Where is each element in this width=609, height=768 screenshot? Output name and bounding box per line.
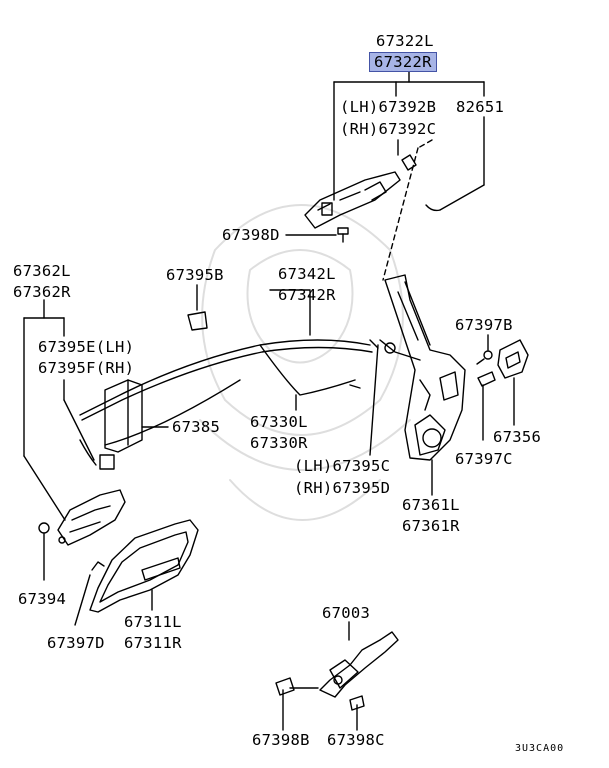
label-67395b[interactable]: 67395B [166,266,224,284]
inside-handle-bracket [23,299,95,521]
label-67395e[interactable]: 67395E(LH) [38,338,135,356]
label-67392b[interactable]: (LH)67392B [340,98,437,116]
label-67385[interactable]: 67385 [172,418,221,436]
label-67361r[interactable]: 67361R [402,517,460,535]
label-67330r[interactable]: 67330R [250,434,308,452]
label-67342r[interactable]: 67342R [278,286,336,304]
screw-67398c [349,695,365,731]
label-67322l[interactable]: 67322L [376,32,434,50]
door-check-67003 [319,621,399,698]
striker-67356 [497,339,529,426]
label-67392c[interactable]: (RH)67392C [340,120,437,138]
screw-67397c [477,371,496,441]
label-67342l[interactable]: 67342L [278,265,336,283]
inside-handle-bezel [89,519,199,613]
label-67311l[interactable]: 67311L [124,613,182,631]
screw-67398d [285,227,349,243]
label-67362l[interactable]: 67362L [13,262,71,280]
label-67397b[interactable]: 67397B [455,316,513,334]
label-67330l[interactable]: 67330L [250,413,308,431]
label-67362r[interactable]: 67362R [13,283,71,301]
label-67322r[interactable]: 67322R [369,52,437,72]
inside-door-handle [38,489,126,546]
label-67361l[interactable]: 67361L [402,496,460,514]
clip-67395b [187,284,208,331]
leader-67395c [369,344,379,456]
cables [79,289,379,470]
outside-door-handle [304,139,433,281]
clip-82651 [425,204,441,212]
screw-67397d [74,561,105,626]
screw-67397b [476,334,493,365]
label-67003[interactable]: 67003 [322,604,371,622]
label-67398b[interactable]: 67398B [252,731,310,749]
label-67395c[interactable]: (LH)67395C [294,457,391,475]
label-67395f[interactable]: 67395F(RH) [38,359,135,377]
door-lock-actuator [379,274,466,461]
actuator-67385 [104,379,169,453]
label-67397d[interactable]: 67397D [47,634,105,652]
label-67356[interactable]: 67356 [493,428,542,446]
label-67311r[interactable]: 67311R [124,634,182,652]
label-67394[interactable]: 67394 [18,590,67,608]
label-82651[interactable]: 82651 [456,98,505,116]
screw-67398b [275,677,319,731]
label-67395d[interactable]: (RH)67395D [294,479,391,497]
label-67397c[interactable]: 67397C [455,450,513,468]
label-67398c[interactable]: 67398C [327,731,385,749]
diagram-code: 3U3CA00 [515,743,565,754]
watermark-emblem [199,204,411,521]
outside-handle-bracket [333,71,485,211]
label-67398d[interactable]: 67398D [222,226,280,244]
